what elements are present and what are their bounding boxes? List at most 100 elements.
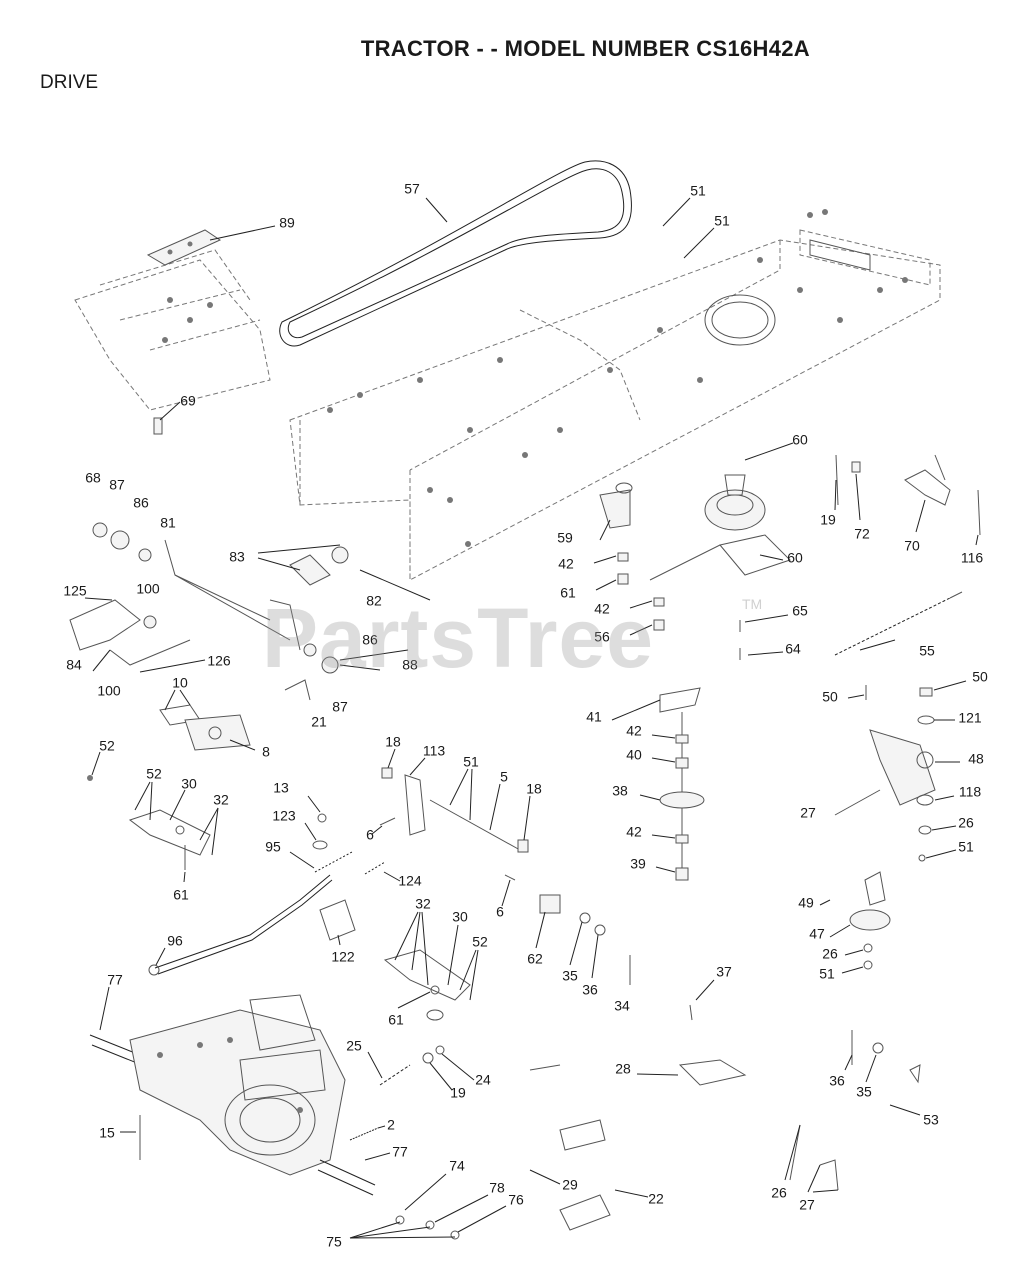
part-callout-40[interactable]: 40 [626, 747, 642, 763]
bushing-parts[interactable] [539, 894, 631, 985]
lower-linkage[interactable] [529, 1004, 747, 1231]
part-callout-68[interactable]: 68 [85, 470, 101, 486]
part-callout-51[interactable]: 51 [463, 754, 479, 770]
part-callout-24[interactable]: 24 [475, 1072, 491, 1088]
part-callout-49[interactable]: 49 [798, 895, 814, 911]
part-callout-51[interactable]: 51 [690, 183, 706, 199]
part-callout-38[interactable]: 38 [612, 783, 628, 799]
part-callout-18[interactable]: 18 [526, 781, 542, 797]
part-callout-123[interactable]: 123 [272, 808, 296, 824]
part-callout-125[interactable]: 125 [63, 583, 87, 599]
part-callout-37[interactable]: 37 [716, 964, 732, 980]
part-callout-26[interactable]: 26 [958, 815, 974, 831]
part-callout-42[interactable]: 42 [626, 723, 642, 739]
part-callout-50[interactable]: 50 [972, 669, 988, 685]
part-callout-64[interactable]: 64 [785, 641, 801, 657]
part-callout-77[interactable]: 77 [107, 972, 123, 988]
part-callout-51[interactable]: 51 [958, 839, 974, 855]
part-callout-30[interactable]: 30 [181, 776, 197, 792]
part-callout-60[interactable]: 60 [792, 432, 808, 448]
part-callout-53[interactable]: 53 [923, 1112, 939, 1128]
part-callout-84[interactable]: 84 [66, 657, 82, 673]
part-callout-27[interactable]: 27 [800, 805, 816, 821]
part-callout-18[interactable]: 18 [385, 734, 401, 750]
part-callout-35[interactable]: 35 [562, 968, 578, 984]
lower-right-parts[interactable] [789, 1030, 921, 1191]
part-callout-10[interactable]: 10 [172, 675, 188, 691]
part-callout-39[interactable]: 39 [630, 856, 646, 872]
part-callout-26[interactable]: 26 [822, 946, 838, 962]
part-callout-86[interactable]: 86 [133, 495, 149, 511]
part-callout-30[interactable]: 30 [452, 909, 468, 925]
part-callout-76[interactable]: 76 [508, 1192, 524, 1208]
part-callout-61[interactable]: 61 [388, 1012, 404, 1028]
part-callout-36[interactable]: 36 [829, 1073, 845, 1089]
part-callout-25[interactable]: 25 [346, 1038, 362, 1054]
part-callout-52[interactable]: 52 [146, 766, 162, 782]
part-callout-77[interactable]: 77 [392, 1144, 408, 1160]
left-axle-bracket[interactable] [87, 775, 211, 870]
part-callout-113[interactable]: 113 [423, 743, 446, 759]
part-callout-78[interactable]: 78 [489, 1180, 505, 1196]
part-callout-8[interactable]: 8 [262, 744, 270, 760]
part-callout-81[interactable]: 81 [160, 515, 176, 531]
part-callout-6[interactable]: 6 [496, 904, 504, 920]
part-callout-42[interactable]: 42 [558, 556, 574, 572]
part-callout-60[interactable]: 60 [787, 550, 803, 566]
part-callout-100[interactable]: 100 [136, 581, 160, 597]
part-callout-70[interactable]: 70 [904, 538, 920, 554]
part-callout-55[interactable]: 55 [919, 643, 935, 659]
spring-55[interactable] [834, 591, 963, 656]
part-callout-59[interactable]: 59 [557, 530, 573, 546]
part-callout-42[interactable]: 42 [626, 824, 642, 840]
part-callout-62[interactable]: 62 [527, 951, 543, 967]
idler-pulley-assembly[interactable] [649, 474, 791, 581]
part-callout-86[interactable]: 86 [362, 632, 378, 648]
part-callout-88[interactable]: 88 [402, 657, 418, 673]
part-callout-42[interactable]: 42 [594, 601, 610, 617]
part-callout-13[interactable]: 13 [273, 780, 289, 796]
part-callout-95[interactable]: 95 [265, 839, 281, 855]
drive-belt[interactable] [279, 160, 632, 347]
part-callout-122[interactable]: 122 [331, 949, 355, 965]
part-callout-21[interactable]: 21 [311, 714, 327, 730]
part-callout-100[interactable]: 100 [97, 683, 121, 699]
part-callout-72[interactable]: 72 [854, 526, 870, 542]
part-callout-26[interactable]: 26 [771, 1185, 787, 1201]
part-callout-82[interactable]: 82 [366, 593, 382, 609]
control-shaft-parts[interactable] [312, 767, 529, 941]
part-callout-124[interactable]: 124 [398, 873, 422, 889]
part-callout-47[interactable]: 47 [809, 926, 825, 942]
part-callout-19[interactable]: 19 [450, 1085, 466, 1101]
part-callout-27[interactable]: 27 [799, 1197, 815, 1213]
spring-25[interactable] [379, 1045, 445, 1086]
steering-assembly[interactable] [834, 685, 936, 862]
part-callout-28[interactable]: 28 [615, 1061, 631, 1077]
bolt-69[interactable] [153, 417, 163, 435]
part-callout-35[interactable]: 35 [856, 1084, 872, 1100]
part-callout-32[interactable]: 32 [213, 792, 229, 808]
part-callout-29[interactable]: 29 [562, 1177, 578, 1193]
part-callout-51[interactable]: 51 [819, 966, 835, 982]
hardware-group-75[interactable] [395, 1215, 460, 1240]
part-callout-15[interactable]: 15 [99, 1125, 115, 1141]
part-callout-19[interactable]: 19 [820, 512, 836, 528]
part-callout-87[interactable]: 87 [332, 699, 348, 715]
part-callout-87[interactable]: 87 [109, 477, 125, 493]
part-callout-56[interactable]: 56 [594, 629, 610, 645]
part-callout-36[interactable]: 36 [582, 982, 598, 998]
part-callout-22[interactable]: 22 [648, 1191, 664, 1207]
part-callout-69[interactable]: 69 [180, 393, 196, 409]
part-callout-52[interactable]: 52 [99, 738, 115, 754]
pivot-parts[interactable] [849, 871, 891, 970]
lever-assembly-8-10[interactable] [159, 704, 251, 751]
part-callout-61[interactable]: 61 [173, 887, 189, 903]
part-callout-51[interactable]: 51 [714, 213, 730, 229]
spacer-stack-42-61[interactable] [617, 552, 665, 631]
bracket-59[interactable] [599, 482, 633, 529]
part-callout-116[interactable]: 116 [961, 550, 984, 566]
part-callout-57[interactable]: 57 [404, 181, 420, 197]
shift-rod[interactable] [148, 874, 333, 976]
part-callout-89[interactable]: 89 [279, 215, 295, 231]
part-callout-48[interactable]: 48 [968, 751, 984, 767]
